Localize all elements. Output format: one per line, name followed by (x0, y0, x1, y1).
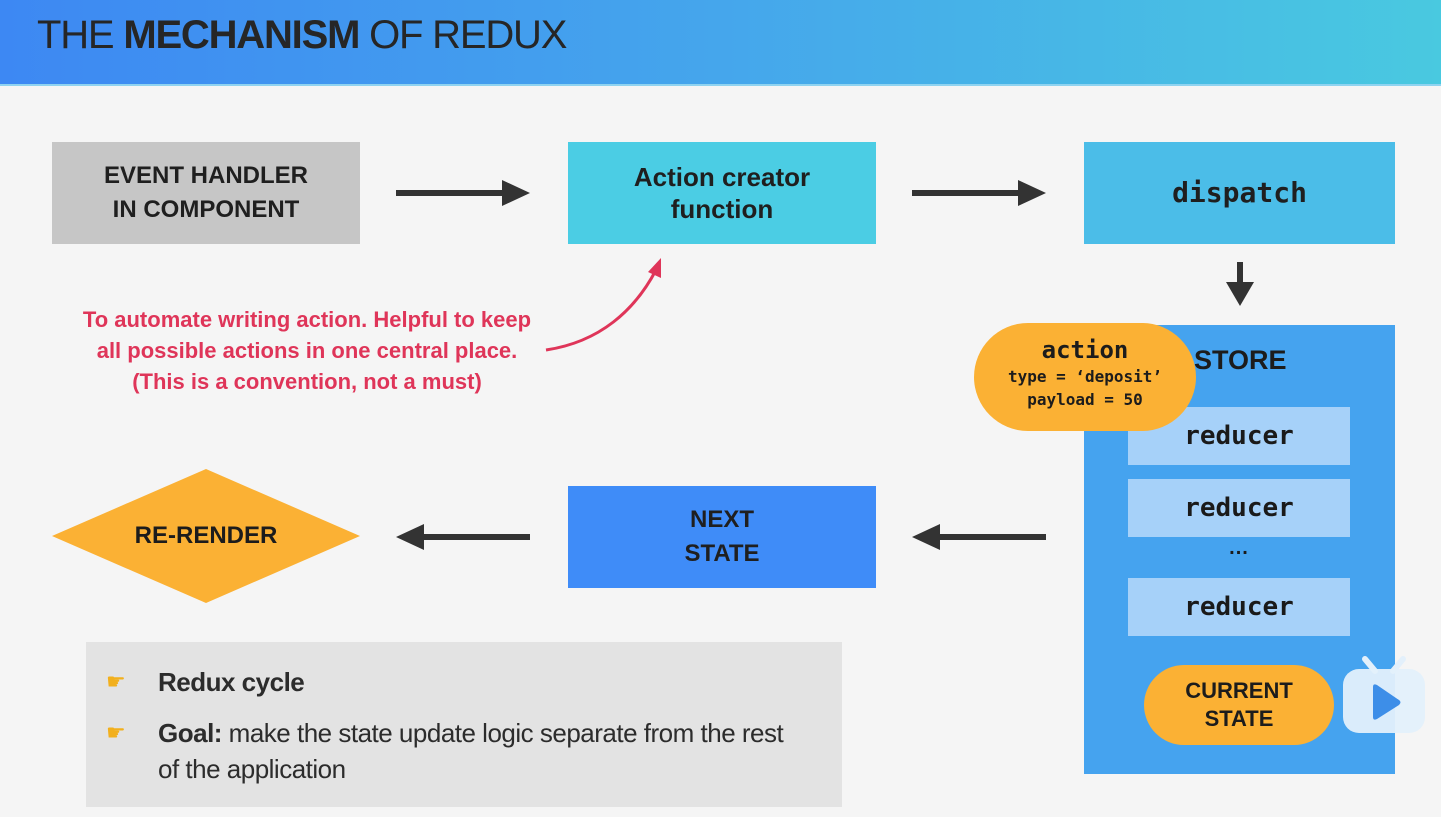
notes-panel: ☛ Redux cycle ☛ Goal: make the state upd… (86, 642, 842, 807)
store-label: STORE (1194, 345, 1287, 375)
arrow-down-icon (1226, 262, 1254, 306)
action-payload: payload = 50 (1027, 390, 1143, 409)
re-render-label: RE-RENDER (134, 522, 278, 549)
action-title: action (1041, 336, 1129, 364)
pointing-hand-icon: ☛ (106, 720, 126, 745)
reducer-box: reducer (1128, 578, 1350, 636)
arrow-right-icon (912, 180, 1046, 206)
action-object-pill: action type = ‘deposit’ payload = 50 (974, 323, 1196, 431)
reducer-ellipsis: ... (1229, 537, 1249, 559)
tv-play-icon[interactable] (1343, 655, 1425, 735)
title-emphasis: MECHANISM (123, 13, 360, 57)
slide-header: THE MECHANISM OF REDUX (0, 0, 1441, 86)
note-item: ☛ Goal: make the state update logic sepa… (106, 715, 808, 787)
slide-title: THE MECHANISM OF REDUX (37, 13, 567, 57)
dispatch-box: dispatch (1084, 142, 1395, 244)
reducer-box: reducer (1128, 479, 1350, 537)
curved-arrow-icon (545, 258, 661, 352)
arrow-left-icon (396, 524, 530, 550)
store-container: STORE reducer reducer ... reducer CURREN… (1084, 325, 1395, 774)
arrow-left-icon (912, 524, 1046, 550)
pointing-hand-icon: ☛ (106, 669, 126, 694)
note-item: ☛ Redux cycle (106, 664, 808, 700)
action-type: type = ‘deposit’ (1007, 367, 1163, 386)
re-render-diamond (52, 469, 360, 603)
arrow-right-icon (396, 180, 530, 206)
action-creator-annotation: To automate writing action. Helpful to k… (82, 307, 532, 394)
